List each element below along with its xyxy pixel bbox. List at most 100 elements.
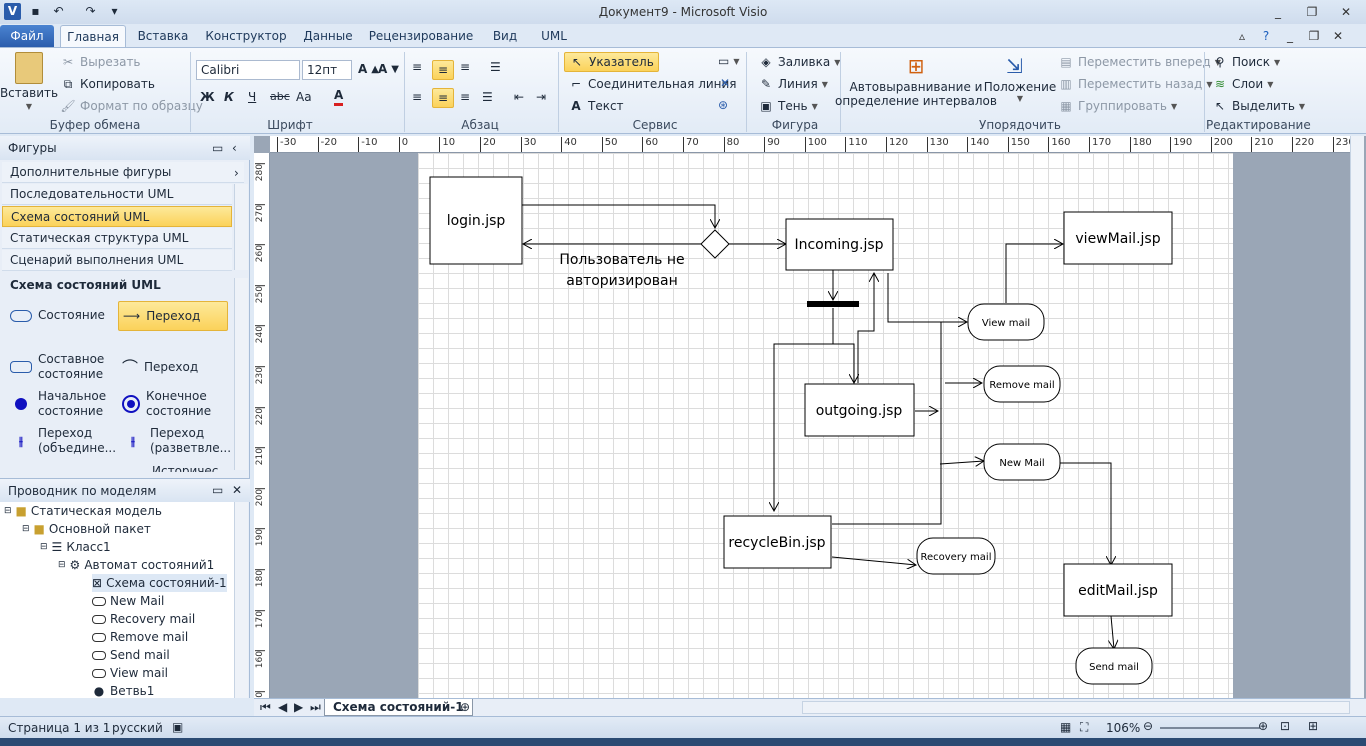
tree-item-state-machine[interactable]: ⊟⚙Автомат состояний1 [58,558,215,572]
help-icon[interactable]: ? [1262,29,1270,43]
stencil-uml-sequence[interactable]: Последовательности UML [2,184,232,205]
bullets-icon[interactable]: ☰ [490,60,501,74]
fit-page-icon[interactable]: ⊡ [1280,719,1291,733]
stencil-more-shapes[interactable]: Дополнительные фигуры [2,162,244,183]
save-icon[interactable]: ▪ [31,4,40,18]
x-icon[interactable]: ✕ [720,76,731,90]
tree-item-recovery-mail[interactable]: Recovery mail [92,610,195,628]
tree-item-view-mail[interactable]: View mail [92,664,168,682]
tab-uml[interactable]: UML [541,29,567,43]
shape-history[interactable]: Историчес... [152,464,230,472]
collapse-panel-icon[interactable]: ‹ [232,141,237,155]
layers-button[interactable]: ≋Слои▼ [1212,76,1273,92]
tree-item-new-mail[interactable]: New Mail [92,592,164,610]
tab-view[interactable]: Вид [492,29,518,43]
canvas-vertical-scrollbar[interactable] [1350,136,1364,698]
stencil-uml-statechart[interactable]: Схема состояний UML [2,206,232,227]
insert-page-icon[interactable]: ⊕ [460,700,471,714]
status-language[interactable]: русский [112,721,163,735]
undo-icon[interactable]: ↶ [53,4,64,18]
tab-data[interactable]: Данные [303,29,353,43]
zoom-level[interactable]: 106% [1106,721,1141,735]
paste-button[interactable]: Вставить ▼ [0,52,58,111]
font-name-select[interactable]: Calibri [196,60,300,80]
tree-item-branch1[interactable]: ●Ветвь1 [93,684,155,698]
restore-button[interactable]: ❐ [1306,5,1318,19]
tab-review[interactable]: Рецензирование [368,29,474,43]
first-page-icon[interactable]: ⏮ [260,700,271,714]
align-left-icon[interactable]: ≡ [412,90,423,104]
horizontal-scrollbar[interactable] [802,701,1350,714]
tab-insert[interactable]: Вставка [137,29,189,43]
pan-zoom-icon[interactable]: ⊞ [1308,719,1319,733]
format-painter-button[interactable]: 🖌Формат по образцу [60,99,203,113]
shape-transition[interactable]: ⟶ Переход [118,301,228,331]
normal-view-icon[interactable]: ▦ [1060,720,1072,734]
change-case-button[interactable]: Aa [296,90,312,104]
next-page-icon[interactable]: ▶ [294,700,304,714]
align-center-icon[interactable]: ≡ [432,88,454,108]
tree-item-statechart-diagram[interactable]: ⊠Схема состояний-1 [92,574,227,592]
select-button[interactable]: ↖Выделить▼ [1212,98,1305,114]
rectangle-tool-icon[interactable]: ▭ ▼ [718,54,740,68]
doc-minimize-button[interactable]: _ [1287,29,1293,43]
last-page-icon[interactable]: ⏭ [310,700,321,714]
underline-button[interactable]: Ч [248,90,257,104]
fill-button[interactable]: ◈Заливка▼ [758,54,840,70]
strikethrough-button[interactable]: abc [270,90,290,103]
italic-button[interactable]: К [224,90,234,104]
stencil-uml-static[interactable]: Статическая структура UML [2,228,232,249]
explorer-close-icon[interactable]: ✕ [232,483,243,497]
align-middle-icon[interactable]: ≡ [432,60,454,80]
shrink-font-button[interactable]: A▼ [378,62,399,76]
stencil-uml-activity[interactable]: Сценарий выполнения UML [2,250,232,271]
cut-button[interactable]: ✂Вырезать [60,54,141,70]
prev-page-icon[interactable]: ◀ [278,700,288,714]
zoom-out-icon[interactable]: ⊖ [1143,719,1154,733]
pointer-tool-button[interactable]: ↖Указатель [564,52,659,72]
tree-item-remove-mail[interactable]: Remove mail [92,628,188,646]
doc-close-button[interactable]: ✕ [1332,29,1344,43]
connection-point-icon[interactable]: ⊛ [718,98,729,112]
copy-button[interactable]: ⧉Копировать [60,76,155,92]
grow-font-button[interactable]: A▲ [358,62,379,76]
shape-state[interactable]: Состояние [10,308,105,323]
group-button[interactable]: ▦Группировать▼ [1058,98,1177,114]
justify-icon[interactable]: ☰ [482,90,493,104]
status-page-count[interactable]: Страница 1 из 1 [8,721,111,735]
minimize-button[interactable]: _ [1275,5,1281,19]
shapes-scrollbar[interactable] [234,278,248,470]
bring-forward-button[interactable]: ▤Переместить вперед▼ [1058,54,1221,70]
explorer-restore-icon[interactable]: ▭ [212,483,224,497]
tab-home[interactable]: Главная [60,25,126,48]
bold-button[interactable]: Ж [200,90,215,104]
increase-indent-icon[interactable]: ⇥ [536,90,547,104]
panel-restore-icon[interactable]: ▭ [212,141,224,155]
shape-self-transition[interactable]: ⌒ Переход [122,358,199,377]
align-top-icon[interactable]: ≡ [412,60,423,74]
zoom-in-icon[interactable]: ⊕ [1258,719,1269,733]
tab-design[interactable]: Конструктор [205,29,287,43]
decrease-indent-icon[interactable]: ⇤ [514,90,525,104]
macro-record-icon[interactable]: ▣ [172,720,184,734]
send-backward-button[interactable]: ▥Переместить назад▼ [1058,76,1212,92]
align-right-icon[interactable]: ≡ [460,90,471,104]
font-color-button[interactable]: A [334,88,344,106]
position-button[interactable]: ⇲ Положение ▼ [983,54,1057,103]
customize-qa-icon[interactable]: ▾ [111,4,118,18]
drawing-page[interactable]: login.jsp Incoming.jsp viewMail.jsp outg… [418,153,1233,698]
tree-item-main-package[interactable]: ⊟■Основной пакет [22,522,151,536]
tree-item-class1[interactable]: ⊟☰Класс1 [40,540,111,554]
explorer-scrollbar[interactable] [234,502,248,698]
tab-file[interactable]: Файл [0,25,54,48]
font-size-select[interactable]: 12пт [302,60,352,80]
minimize-ribbon-icon[interactable]: ▵ [1238,29,1246,43]
redo-icon[interactable]: ↷ [85,4,96,18]
tree-item-send-mail[interactable]: Send mail [92,646,170,664]
connector-tool-button[interactable]: ⌐Соединительная линия [568,76,737,92]
shadow-button[interactable]: ▣Тень▼ [758,98,817,114]
close-button[interactable]: ✕ [1340,5,1352,19]
